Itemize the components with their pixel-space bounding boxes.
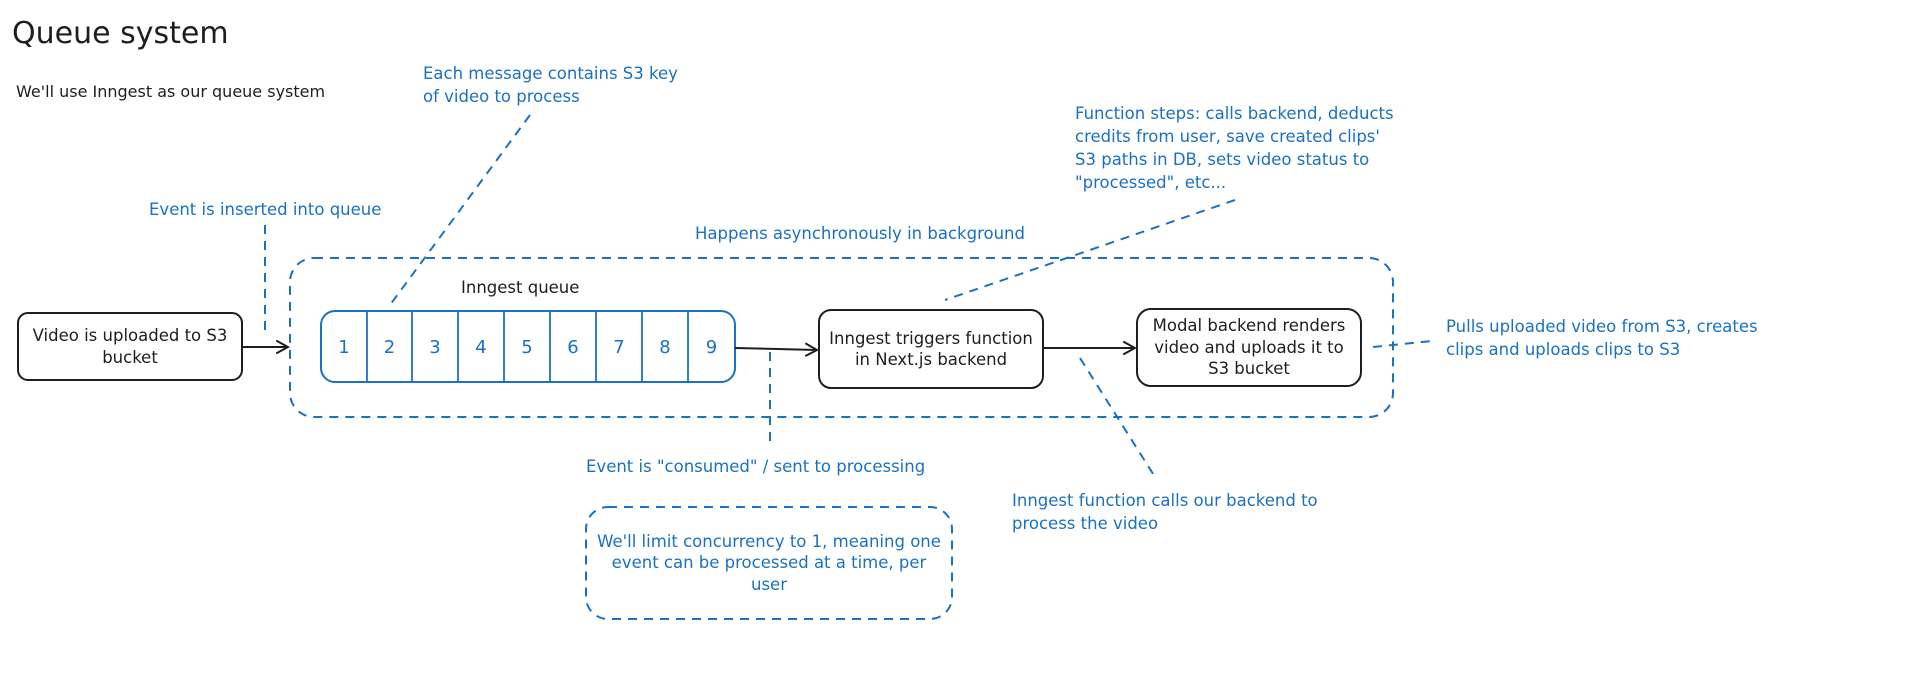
arrow-queue-to-trigger — [734, 348, 817, 350]
annotation-leaders — [264, 114, 1433, 478]
concurrency-box — [585, 506, 953, 620]
page-subtitle: We'll use Inngest as our queue system — [16, 82, 326, 101]
annotation-calls-line1: Inngest function calls our backend to — [1012, 491, 1318, 510]
async-container — [289, 257, 1394, 418]
annotation-async: Happens asynchronously in background — [695, 224, 1025, 243]
leader-message — [389, 114, 531, 306]
queue-cell: 9 — [705, 336, 718, 358]
queue-cell: 5 — [521, 336, 533, 358]
queue-box — [320, 310, 736, 383]
queue-cell: 4 — [475, 336, 487, 358]
annotation-message-line2: of video to process — [423, 87, 580, 106]
annotation-steps-line2: credits from user, save created clips' — [1075, 127, 1380, 146]
trigger-box-label: Inngest triggers function in Next.js bac… — [829, 328, 1033, 369]
leader-pulls — [1372, 340, 1433, 348]
annotation-consumed: Event is "consumed" / sent to processing — [586, 457, 926, 476]
annotation-steps-line3: S3 paths in DB, sets video status to — [1075, 150, 1370, 169]
modal-box — [1136, 308, 1362, 387]
queue-cell: 7 — [613, 336, 625, 358]
queue-cell: 2 — [383, 336, 396, 358]
annotation-steps-line1: Function steps: calls backend, deducts — [1075, 104, 1394, 123]
queue-cell: 8 — [659, 336, 671, 358]
annotation-message-line1: Each message contains S3 key — [423, 64, 678, 83]
annotation-pulls-line2: clips and uploads clips to S3 — [1446, 340, 1681, 359]
queue-cell: 3 — [429, 336, 441, 358]
leader-calls — [1079, 357, 1156, 478]
modal-box-label: Modal backend renders video and uploads … — [1152, 316, 1346, 379]
queue-label: Inngest queue — [461, 278, 580, 297]
annotation-steps-line4: "processed", etc... — [1075, 173, 1227, 192]
concurrency-box-label: We'll limit concurrency to 1, meaning on… — [597, 531, 941, 594]
queue-cell: 6 — [567, 336, 579, 358]
annotation-pulls-line1: Pulls uploaded video from S3, creates — [1446, 317, 1758, 336]
annotation-calls-line2: process the video — [1012, 514, 1159, 533]
upload-box-label: Video is uploaded to S3 bucket — [32, 326, 228, 367]
annotation-inserted: Event is inserted into queue — [149, 200, 382, 219]
leader-steps — [944, 199, 1236, 301]
flow-arrows — [243, 347, 1135, 350]
upload-box — [17, 312, 243, 381]
queue-dividers — [366, 311, 689, 382]
page-title: Queue system — [12, 16, 229, 51]
queue-cell: 1 — [338, 336, 350, 358]
